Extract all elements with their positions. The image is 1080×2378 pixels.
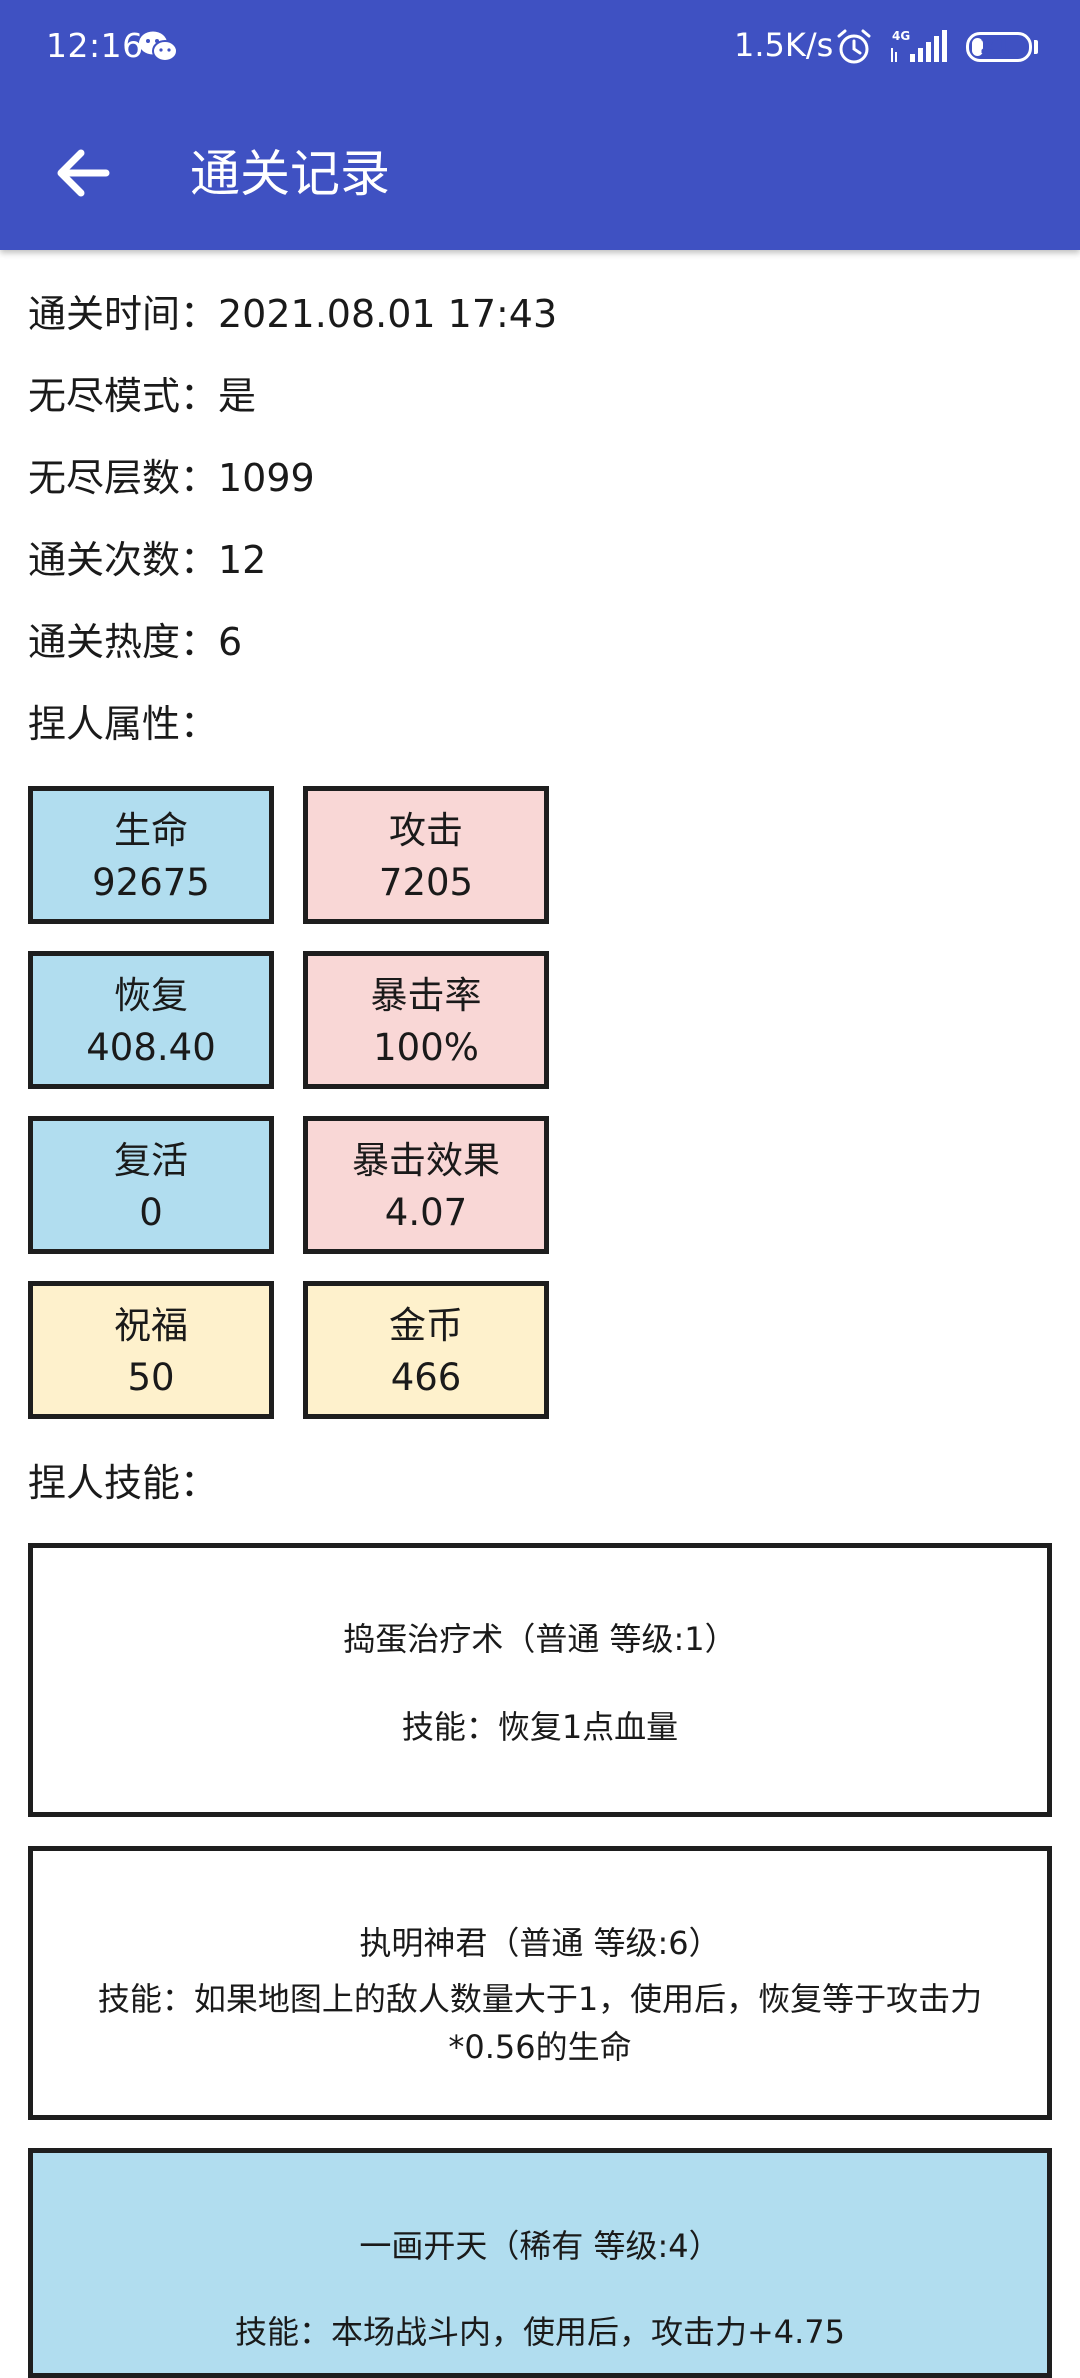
battery-level: 21 [979,34,1011,59]
attr-attack: 攻击 7205 [303,786,549,924]
battery-tip [1034,40,1038,54]
skill-card: 执明神君（普通 等级:6） 技能：如果地图上的敌人数量大于1，使用后，恢复等于攻… [28,1846,1052,2120]
skill-desc: 技能：本场战斗内，使用后，攻击力+4.75 [234,2313,846,2351]
skill-name: 一画开天（稀有 等级:4） [359,2227,721,2265]
attr-value: 50 [127,1356,175,1399]
attr-label: 暴击率 [370,974,482,1017]
attr-value: 4.07 [384,1191,468,1234]
attr-label: 生命 [114,809,188,852]
app-bar: 12:16 1.5K/s 4G 21 [0,0,1080,250]
clear-heat: 通关热度：6 [28,620,243,664]
attr-blessing: 祝福 50 [28,1281,274,1419]
record-info: 通关时间：2021.08.01 17:43 无尽模式：是 无尽层数：1099 通… [28,273,557,765]
status-bar: 12:16 1.5K/s 4G 21 [0,0,1080,96]
attributes-label: 捏人属性： [28,702,219,746]
attr-label: 祝福 [114,1304,188,1347]
attr-value: 100% [373,1026,479,1069]
signal-4g-icon: 4G [891,29,947,62]
attr-label: 恢复 [114,974,188,1017]
endless-floors: 无尽层数：1099 [28,456,315,500]
battery-icon: 21 [966,32,1032,62]
attr-value: 92675 [92,861,210,904]
attr-value: 0 [139,1191,163,1234]
status-time: 12:16 [46,26,144,65]
attr-gold: 金币 466 [303,1281,549,1419]
attr-label: 复活 [114,1139,188,1182]
clear-count: 通关次数：12 [28,538,267,582]
attr-value: 408.40 [86,1026,216,1069]
attr-crit-rate: 暴击率 100% [303,951,549,1089]
attr-recovery: 恢复 408.40 [28,951,274,1089]
skill-card: 捣蛋治疗术（普通 等级:1） 技能：恢复1点血量 [28,1543,1052,1817]
endless-mode: 无尽模式：是 [28,374,257,418]
wechat-icon [139,31,178,62]
alarm-icon [837,29,871,64]
attr-crit-effect: 暴击效果 4.07 [303,1116,549,1254]
attr-label: 金币 [389,1304,463,1347]
network-speed: 1.5K/s [734,26,834,64]
attr-value: 7205 [378,861,474,904]
attr-label: 暴击效果 [352,1139,500,1182]
clear-time: 通关时间：2021.08.01 17:43 [28,292,558,336]
skills-label: 捏人技能： [28,1461,219,1505]
battery-fill [972,38,983,56]
skill-name: 捣蛋治疗术（普通 等级:1） [343,1620,737,1658]
skill-card: 一画开天（稀有 等级:4） 技能：本场战斗内，使用后，攻击力+4.75 [28,2148,1052,2378]
skill-desc: 技能：恢复1点血量 [401,1708,679,1746]
attr-label: 攻击 [389,809,463,852]
attr-value: 466 [390,1356,462,1399]
page-title: 通关记录 [190,145,390,203]
attr-hp: 生命 92675 [28,786,274,924]
attr-revive: 复活 0 [28,1116,274,1254]
back-arrow-icon[interactable] [50,140,116,206]
skill-name: 执明神君（普通 等级:6） [359,1924,721,1962]
skill-desc: 技能：如果地图上的敌人数量大于1，使用后，恢复等于攻击力*0.56的生命 [97,1980,983,2066]
network-type-label: 4G [892,29,910,43]
